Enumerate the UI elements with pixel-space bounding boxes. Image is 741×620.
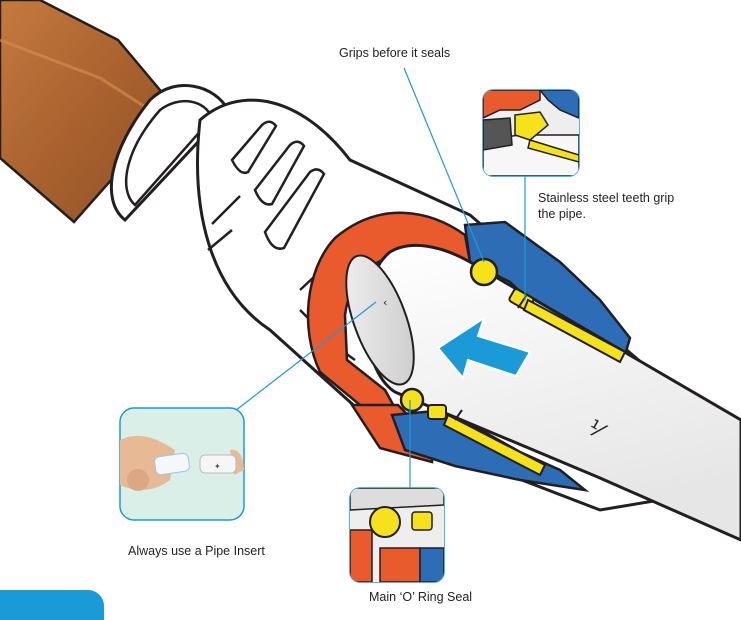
svg-text:✦: ✦ (214, 462, 221, 471)
step-tab (0, 590, 104, 620)
svg-text:‹: ‹ (383, 296, 387, 309)
pipe-insert-label: Always use a Pipe Insert (128, 544, 265, 558)
teeth-label-line2: the pipe. (538, 207, 586, 221)
copper-pipe (0, 0, 177, 224)
flow-arrow-icon (436, 315, 532, 381)
o-ring-detail-inset (349, 487, 445, 583)
white-pipe: ⅟ ‹ (345, 243, 741, 542)
pipe-insert-photo: ✦ (119, 407, 245, 521)
teeth-label: Stainless steel teeth grip the pipe. (538, 190, 738, 222)
o-ring-label: Main ‘O’ Ring Seal (369, 590, 473, 604)
callout-lines (230, 67, 526, 490)
teeth-label-line1: Stainless steel teeth grip (538, 191, 675, 205)
fitting-illustration: ⅟ ‹ (0, 0, 741, 583)
page-title (120, 0, 620, 12)
grips-label: Grips before it seals (339, 46, 451, 60)
teeth-detail-inset (482, 89, 580, 177)
